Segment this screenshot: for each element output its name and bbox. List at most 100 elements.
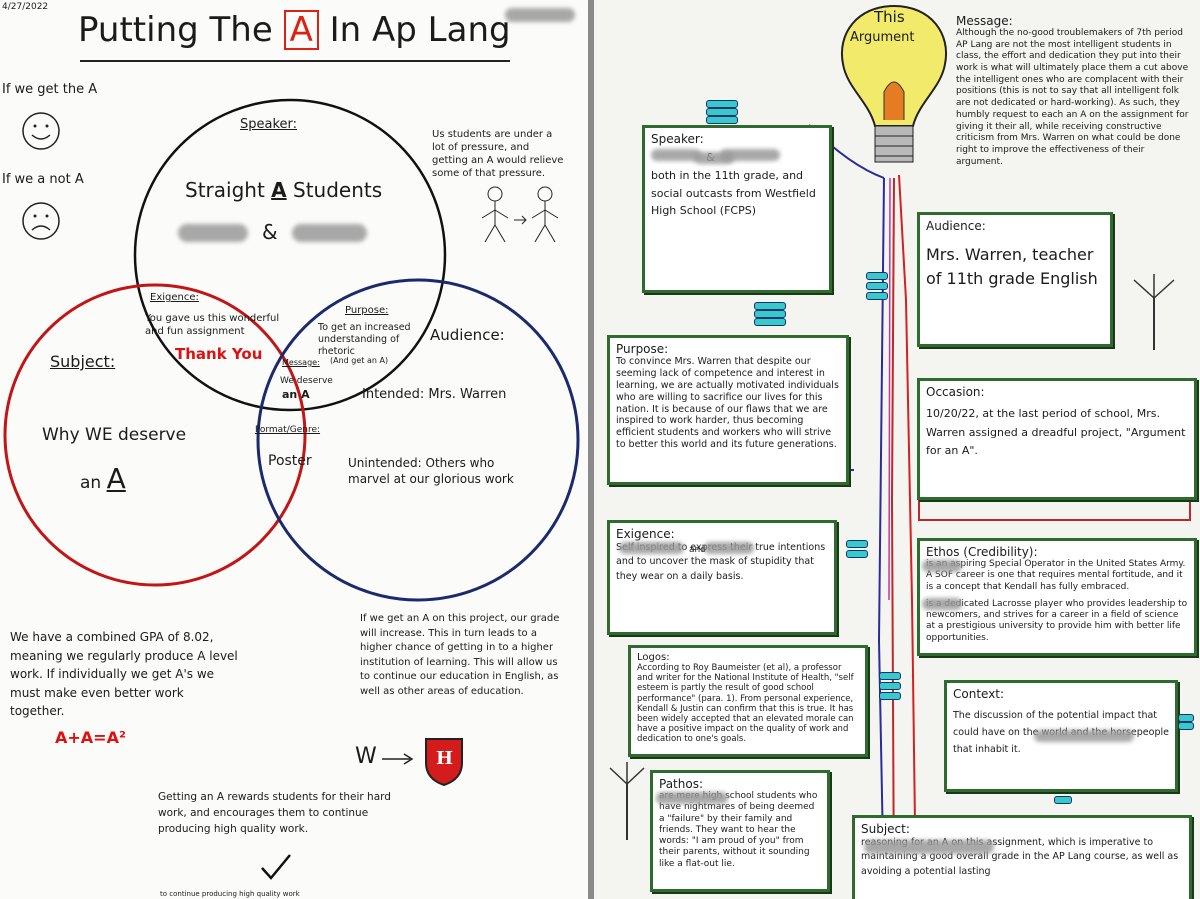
spring-coil-icon bbox=[1178, 714, 1194, 722]
spring-coil-icon bbox=[866, 292, 888, 300]
stick-figures-drawing bbox=[481, 186, 559, 243]
speaker-line: Straight A Students bbox=[185, 178, 382, 202]
ethos-box: Ethos (Credibility): is an aspiring Spec… bbox=[917, 538, 1197, 656]
page-divider bbox=[588, 0, 594, 899]
venn-diagram bbox=[3, 98, 580, 602]
exigence-text: You gave us this wonderful and fun assig… bbox=[145, 313, 280, 337]
title-part: In Ap Lang bbox=[329, 10, 511, 50]
spring-coil-icon bbox=[879, 672, 901, 680]
spring-coil-icon bbox=[1054, 796, 1072, 804]
sad-label: If we a not A bbox=[2, 172, 84, 187]
logos-label: Logos: bbox=[637, 652, 670, 663]
audience-box: Audience: Mrs. Warren, teacher of 11th g… bbox=[917, 212, 1113, 347]
venn-poster: 4/27/2022 Putting The A In Ap Lang If we… bbox=[0, 0, 588, 899]
purpose-text: To convince Mrs. Warren that despite our… bbox=[616, 356, 839, 451]
exigence-box: Exigence: Self inspired to express their… bbox=[607, 520, 837, 635]
purpose-aside: (And get an A) bbox=[330, 356, 389, 365]
exigence-heading: Exigence: bbox=[150, 292, 199, 303]
checkmark-icon bbox=[261, 854, 291, 880]
pathos-label: Pathos: bbox=[659, 777, 703, 791]
subject-text: reasoning for an A on this assignment, w… bbox=[861, 837, 1179, 877]
pathos-text: are mere high school students who have n… bbox=[659, 791, 818, 869]
windmill-icon bbox=[609, 762, 645, 840]
poster-date: 4/27/2022 bbox=[2, 2, 49, 12]
bulb-title: This bbox=[874, 8, 905, 26]
exigence-and: and bbox=[689, 545, 706, 555]
occasion-label: Occasion: bbox=[926, 385, 985, 399]
argument-poster: This Argument Message: Although the no-g… bbox=[594, 0, 1200, 899]
pathos-box: Pathos: are mere high school students wh… bbox=[650, 770, 830, 892]
audience-label: Audience: bbox=[926, 219, 986, 233]
speaker-box: Speaker: & both in the 11th grade, and s… bbox=[642, 125, 832, 293]
redacted-name bbox=[922, 560, 962, 572]
redacted-name bbox=[292, 224, 367, 242]
spring-coil-icon bbox=[754, 302, 786, 310]
speaker-text: Straight bbox=[185, 178, 265, 202]
redacted-name bbox=[704, 542, 754, 554]
bulb-subtitle: Argument bbox=[850, 30, 915, 45]
audience-intended: Intended: Mrs. Warren bbox=[362, 387, 507, 402]
spring-coil-icon bbox=[879, 682, 901, 690]
audience-text: Mrs. Warren, teacher of 11th grade Engli… bbox=[926, 245, 1098, 288]
message-label: Message: bbox=[956, 14, 1013, 28]
logos-box: Logos: According to Roy Baumeister (et a… bbox=[628, 645, 868, 757]
message-box: Message: Although the no-good troublemak… bbox=[950, 10, 1196, 218]
purpose-text: To get an increased understanding of rhe… bbox=[318, 322, 411, 357]
purpose-box: Purpose: To convince Mrs. Warren that de… bbox=[607, 335, 849, 485]
thank-you-text: Thank You bbox=[175, 345, 263, 363]
pressure-note: Us students are under a lot of pressure,… bbox=[432, 129, 564, 179]
title-part: Putting The bbox=[78, 10, 273, 50]
light-bulb-icon bbox=[841, 4, 947, 163]
format-heading: Format/Genre: bbox=[255, 425, 321, 435]
speaker-label: Speaker: bbox=[651, 132, 704, 146]
speaker-text: Students bbox=[293, 178, 383, 202]
sad-face-icon bbox=[22, 202, 60, 240]
subject-box: Subject: reasoning for an A on this assi… bbox=[852, 815, 1192, 899]
message-text: We deserve bbox=[280, 376, 333, 386]
subject-letter: A bbox=[106, 462, 126, 495]
spring-coil-icon bbox=[866, 282, 888, 290]
reward-note: Getting an A rewards students for their … bbox=[158, 791, 391, 835]
exigence-label: Exigence: bbox=[616, 527, 675, 541]
spring-coil-icon bbox=[706, 108, 738, 116]
logos-text: According to Roy Baumeister (et al), a p… bbox=[637, 663, 854, 745]
spring-coil-icon bbox=[866, 272, 888, 280]
subject-label: Subject: bbox=[861, 822, 910, 836]
message-letter: an A bbox=[282, 388, 310, 401]
purpose-heading: Purpose: bbox=[345, 305, 389, 316]
redacted-name bbox=[656, 792, 728, 804]
spring-coil-icon bbox=[706, 100, 738, 108]
spring-coil-icon bbox=[846, 540, 868, 548]
message-heading: Message: bbox=[282, 358, 320, 367]
redacted-name bbox=[651, 149, 701, 161]
redacted-name bbox=[922, 598, 962, 610]
happy-face-icon bbox=[22, 112, 60, 150]
grade-note: If we get an A on this project, our grad… bbox=[360, 613, 560, 697]
audience-heading: Audience: bbox=[430, 326, 505, 344]
title-underline bbox=[80, 60, 510, 62]
bottom-note: to continue producing high quality work bbox=[160, 890, 300, 898]
ethos-label: Ethos (Credibility): bbox=[926, 545, 1038, 559]
occasion-box: Occasion: 10/20/22, at the last period o… bbox=[917, 378, 1197, 500]
audience-unintended: Unintended: Others who marvel at our glo… bbox=[348, 456, 514, 487]
ethos-text-2: is a dedicated Lacrosse player who provi… bbox=[926, 598, 1188, 643]
speaker-text: both in the 11th grade, and social outca… bbox=[651, 169, 816, 218]
arrow-right-icon bbox=[382, 753, 414, 765]
purpose-label: Purpose: bbox=[616, 342, 669, 356]
formula-text: A+A=A² bbox=[55, 728, 126, 747]
speaker-heading: Speaker: bbox=[240, 117, 298, 132]
speaker-letter: A bbox=[271, 178, 287, 202]
format-text: Poster bbox=[268, 453, 312, 469]
title-letter-box: A bbox=[283, 10, 319, 50]
spring-coil-icon bbox=[754, 310, 786, 318]
spring-coil-icon bbox=[706, 116, 738, 124]
redacted-name bbox=[1034, 730, 1134, 742]
poster-title: Putting The A In Ap Lang bbox=[78, 10, 511, 50]
redacted-name bbox=[505, 8, 575, 22]
spring-coil-icon bbox=[754, 318, 786, 326]
gpa-note: We have a combined GPA of 8.02, meaning … bbox=[10, 630, 238, 719]
spring-coil-icon bbox=[879, 692, 901, 700]
shield-icon bbox=[425, 738, 463, 787]
redacted-name bbox=[694, 152, 734, 164]
redacted-name bbox=[719, 149, 780, 161]
